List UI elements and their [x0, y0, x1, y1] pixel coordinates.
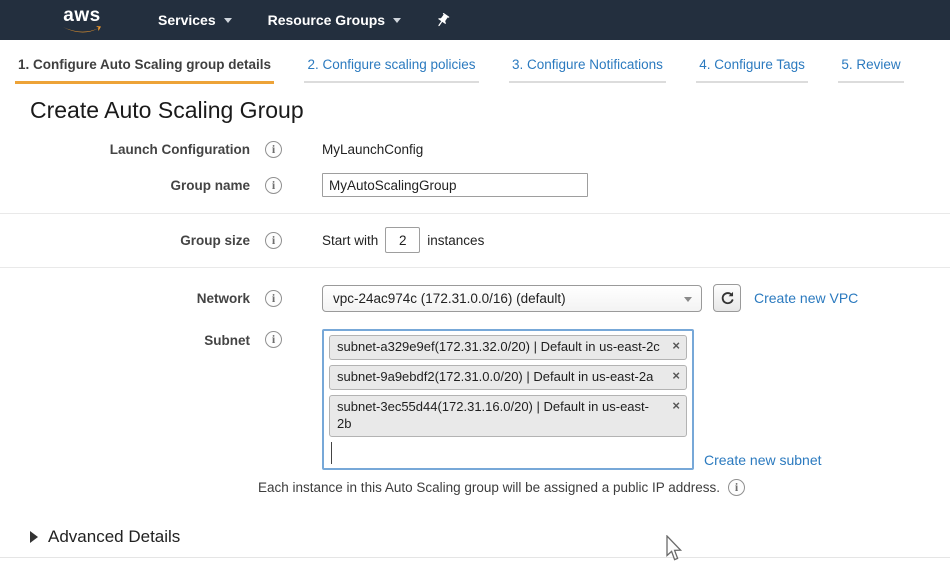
info-icon[interactable]: i	[265, 231, 282, 249]
group-size-prefix: Start with	[322, 232, 379, 248]
remove-chip-icon[interactable]: ×	[672, 397, 680, 413]
subnet-chip-label: subnet-3ec55d44(172.31.16.0/20) | Defaul…	[337, 398, 649, 431]
chevron-down-icon	[684, 296, 692, 302]
launch-configuration-row: Launch Configuration i MyLaunchConfig	[0, 134, 950, 164]
nav-services-label: Services	[158, 12, 216, 28]
public-ip-note: Each instance in this Auto Scaling group…	[258, 478, 950, 496]
public-ip-note-text: Each instance in this Auto Scaling group…	[258, 479, 721, 495]
advanced-details-toggle[interactable]: Advanced Details	[30, 527, 950, 547]
group-name-input[interactable]	[322, 173, 588, 197]
disclosure-triangle-icon	[30, 530, 38, 543]
subnet-chip-label: subnet-9a9ebdf2(172.31.0.0/20) | Default…	[337, 368, 654, 384]
network-label: Network	[196, 290, 250, 306]
chevron-down-icon	[393, 17, 402, 23]
tab-configure-tags[interactable]: 4. Configure Tags	[696, 57, 808, 83]
group-size-input[interactable]	[385, 227, 421, 253]
remove-chip-icon[interactable]: ×	[672, 338, 680, 353]
info-icon[interactable]: i	[265, 331, 282, 348]
subnet-chip: subnet-a329e9ef(172.31.32.0/20) | Defaul…	[329, 335, 687, 360]
advanced-details-label: Advanced Details	[48, 526, 181, 546]
wizard-steps: 1. Configure Auto Scaling group details …	[0, 40, 950, 84]
top-navbar: aws Services Resource Groups	[0, 0, 950, 40]
info-icon[interactable]: i	[265, 140, 282, 158]
network-select[interactable]: vpc-24ac974c (172.31.0.0/16) (default)	[322, 284, 702, 312]
tab-scaling-policies[interactable]: 2. Configure scaling policies	[304, 57, 479, 83]
network-row: Network i vpc-24ac974c (172.31.0.0/16) (…	[0, 268, 950, 312]
refresh-icon	[721, 291, 734, 304]
subnet-chip: subnet-9a9ebdf2(172.31.0.0/20) | Default…	[329, 364, 687, 390]
create-new-vpc-link[interactable]: Create new VPC	[754, 290, 859, 306]
remove-chip-icon[interactable]: ×	[672, 367, 680, 383]
group-name-label: Group name	[170, 177, 250, 193]
text-cursor	[331, 441, 332, 464]
aws-logo-text: aws	[63, 4, 101, 26]
subnet-chip: subnet-3ec55d44(172.31.16.0/20) | Defaul…	[329, 394, 687, 437]
refresh-vpc-button[interactable]	[713, 284, 741, 312]
launch-configuration-label: Launch Configuration	[109, 141, 250, 157]
info-icon[interactable]: i	[728, 478, 746, 496]
tab-configure-details[interactable]: 1. Configure Auto Scaling group details	[15, 57, 275, 84]
tab-configure-notifications[interactable]: 3. Configure Notifications	[509, 57, 666, 83]
group-size-row: Group size i Start with instances	[0, 214, 950, 267]
create-new-subnet-link[interactable]: Create new subnet	[704, 451, 822, 468]
chevron-down-icon	[223, 17, 232, 23]
nav-resource-groups-label: Resource Groups	[267, 12, 386, 28]
aws-logo[interactable]: aws	[62, 4, 102, 34]
group-name-row: Group name i	[0, 168, 950, 202]
pushpin-icon[interactable]	[435, 12, 450, 29]
subnet-multiselect-input[interactable]: subnet-a329e9ef(172.31.32.0/20) | Defaul…	[322, 329, 694, 470]
info-icon[interactable]: i	[265, 176, 282, 194]
tab-review[interactable]: 5. Review	[838, 57, 904, 83]
nav-services[interactable]: Services	[158, 12, 232, 28]
divider	[0, 556, 950, 558]
info-icon[interactable]: i	[265, 289, 282, 307]
subnet-chip-label: subnet-a329e9ef(172.31.32.0/20) | Defaul…	[337, 339, 660, 354]
subnet-label: Subnet	[204, 333, 250, 348]
divider	[0, 213, 950, 214]
network-selected-value: vpc-24ac974c (172.31.0.0/16) (default)	[333, 290, 566, 306]
divider	[0, 267, 950, 268]
subnet-row: Subnet i subnet-a329e9ef(172.31.32.0/20)…	[0, 329, 950, 470]
launch-configuration-value: MyLaunchConfig	[322, 141, 424, 157]
aws-smile-icon	[63, 25, 101, 32]
page-title: Create Auto Scaling Group	[30, 97, 304, 123]
group-size-label: Group size	[180, 232, 250, 248]
nav-resource-groups[interactable]: Resource Groups	[267, 12, 402, 28]
group-size-suffix: instances	[427, 232, 485, 248]
